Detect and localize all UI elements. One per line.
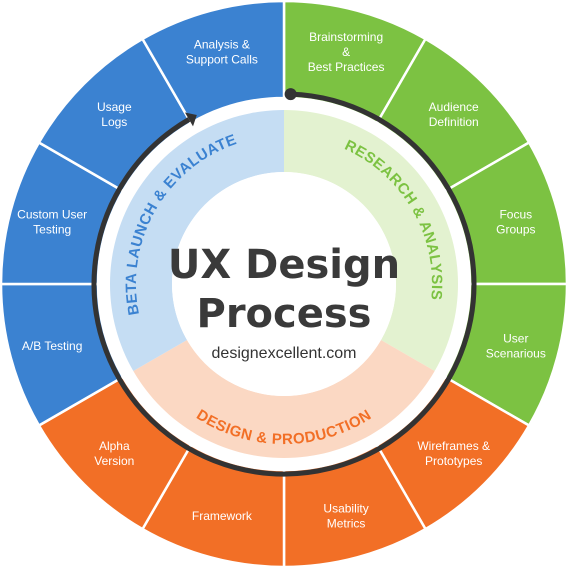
segment-label-line: Definition: [429, 115, 479, 129]
phase-band-1: [284, 110, 458, 371]
segment-label-line: Testing: [33, 222, 71, 236]
segment-label-line: Groups: [496, 222, 535, 236]
cycle-arrow: [91, 88, 477, 477]
segment-12: [140, 0, 286, 125]
segment-label-line: Prototypes: [425, 454, 482, 468]
segment-label-line: Logs: [101, 115, 127, 129]
cycle-start-dot: [284, 88, 297, 101]
cycle-arrow-line: [91, 91, 477, 477]
segment-label-line: &: [342, 45, 350, 59]
cycle-arrowhead: [185, 112, 197, 127]
phase-ring: [110, 110, 458, 458]
center-disc: [172, 172, 396, 396]
phase-band-3: [110, 110, 284, 371]
segment-label-line: Audience: [429, 100, 479, 114]
segment-label-line: Framework: [192, 509, 253, 523]
website-label: designexcellent.com: [212, 345, 357, 362]
segment-label-line: Scenarious: [486, 347, 546, 361]
segment-label-line: Support Calls: [186, 53, 258, 67]
segment-label-line: Analysis &: [194, 38, 250, 52]
segment-label-line: Usability: [323, 501, 368, 515]
segment-label-line: Wireframes &: [417, 439, 490, 453]
segment-6: [282, 443, 428, 566]
segment-label-line: Best Practices: [308, 60, 385, 74]
segment-label-5: Wireframes &Prototypes: [417, 439, 490, 468]
segment-label-12: Analysis &Support Calls: [186, 38, 258, 67]
segment-label-line: Custom User: [17, 207, 87, 221]
title-line-2: Process: [197, 291, 372, 337]
segment-label-line: Version: [94, 454, 134, 468]
segment-label-line: Usage: [97, 100, 132, 114]
center-title: UX Design Process designexcellent.com: [168, 242, 400, 362]
segment-label-9: A/B Testing: [22, 339, 82, 353]
phase-band-2: [133, 340, 435, 458]
segment-label-line: Brainstorming: [309, 30, 383, 44]
segment-label-7: Framework: [192, 509, 253, 523]
segment-label-line: Focus: [499, 207, 532, 221]
title-line-1: UX Design: [168, 242, 400, 288]
segment-label-line: A/B Testing: [22, 339, 82, 353]
segment-label-1: Brainstorming&Best Practices: [308, 30, 385, 74]
segment-label-line: User: [503, 332, 528, 346]
segment-label-line: Metrics: [327, 516, 366, 530]
segment-label-line: Alpha: [99, 439, 130, 453]
